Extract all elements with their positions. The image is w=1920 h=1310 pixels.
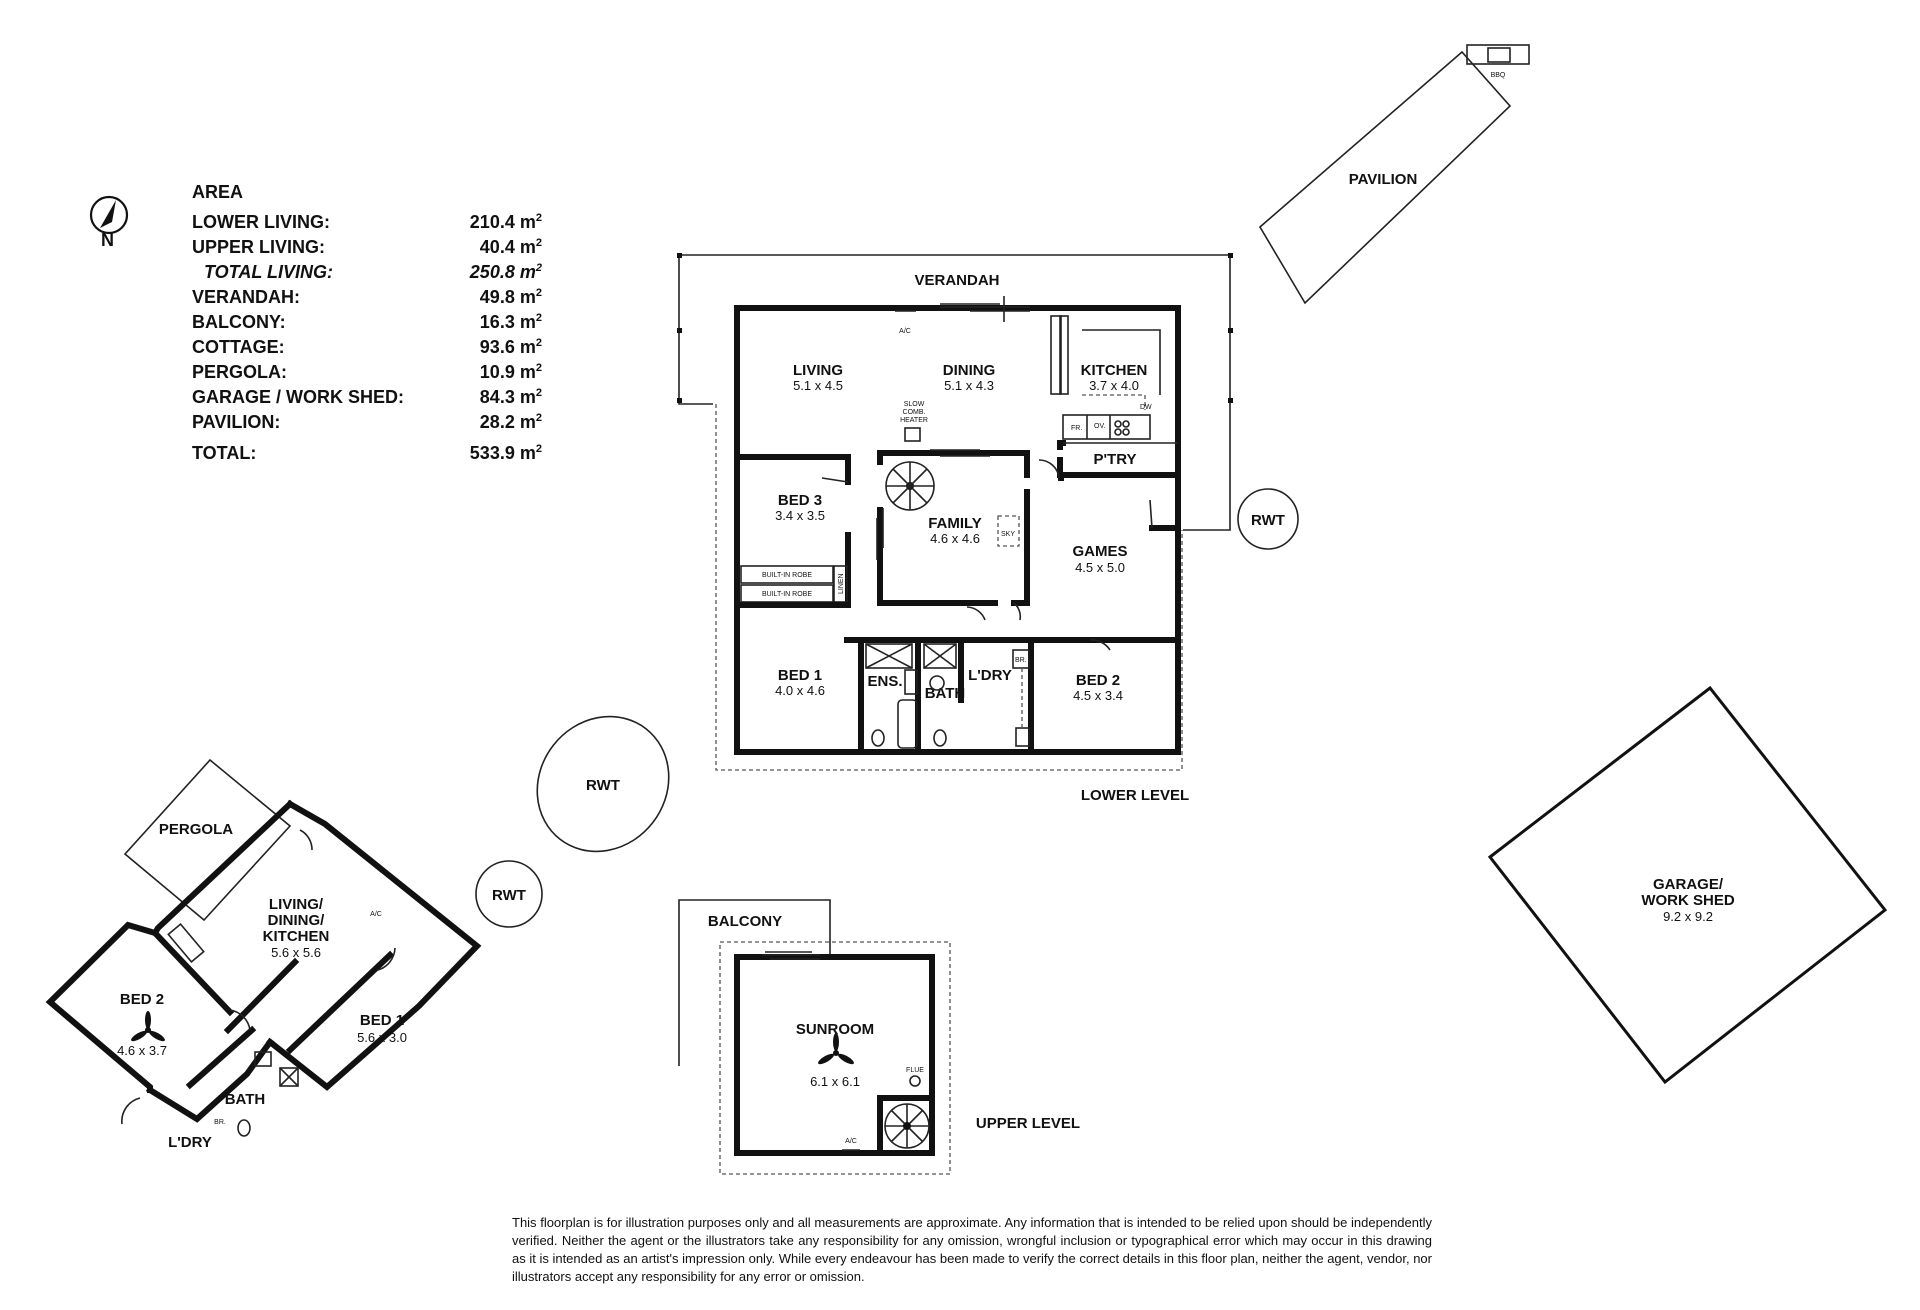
ceiling-fan-icon (818, 1033, 854, 1065)
svg-text:BUILT-IN ROBE: BUILT-IN ROBE (762, 572, 812, 579)
svg-text:FLUE: FLUE (906, 1067, 924, 1074)
lower-level-label: LOWER LEVEL (1081, 787, 1189, 804)
living-label: LIVING (793, 362, 843, 379)
laundry-label: L'DRY (968, 667, 1012, 684)
area-row-verandah: VERANDAH:49.8 m2 (192, 287, 542, 307)
svg-text:4.5 x 5.0: 4.5 x 5.0 (1075, 560, 1125, 575)
pantry-label: P'TRY (1093, 451, 1136, 468)
sunroom-label: SUNROOM (796, 1021, 874, 1038)
svg-text:HEATER: HEATER (900, 417, 928, 424)
area-row-total-living: TOTAL LIVING:250.8 m2 (204, 262, 542, 282)
area-row-garage: GARAGE / WORK SHED:84.3 m2 (192, 387, 542, 407)
svg-text:FR.: FR. (1071, 425, 1082, 432)
svg-text:SKY: SKY (1001, 531, 1015, 538)
svg-text:5.6 x 5.6: 5.6 x 5.6 (271, 945, 321, 960)
pavilion-label: PAVILION (1349, 171, 1418, 188)
north-arrow-icon (89, 195, 129, 235)
cottage-living-label-1: LIVING/ (269, 896, 324, 913)
cottage-bed1-label: BED 1 (360, 1012, 404, 1029)
pavilion: PAVILION BBQ (1258, 44, 1530, 305)
disclaimer-text: This floorplan is for illustration purpo… (512, 1215, 1432, 1284)
games-label: GAMES (1072, 543, 1127, 560)
garage-label-1: GARAGE/ (1653, 876, 1724, 893)
family-label: FAMILY (928, 515, 982, 532)
garage-dim: 9.2 x 9.2 (1663, 909, 1713, 924)
cottage-living-label-2: DINING/ (268, 912, 326, 929)
svg-text:BR.: BR. (214, 1119, 226, 1126)
upper-level-plan: BALCONY SUNROOM 6.1 x 6.1 FLUE A/C UPPER… (678, 899, 1080, 1175)
svg-text:A/C: A/C (845, 1138, 857, 1145)
bed3-label: BED 3 (778, 492, 822, 509)
kitchen-label: KITCHEN (1081, 362, 1148, 379)
svg-text:4.5 x 3.4: 4.5 x 3.4 (1073, 688, 1123, 703)
svg-text:A/C: A/C (370, 911, 382, 918)
dining-label: DINING (943, 362, 996, 379)
svg-text:DW: DW (1140, 404, 1152, 411)
svg-text:RWT: RWT (586, 777, 620, 794)
cottage-plan: PERGOLA LIVING/ DINING/ KITCHEN 5.6 x 5.… (45, 758, 482, 1151)
svg-text:LINEN: LINEN (838, 573, 845, 594)
bbq-label: BBQ (1491, 72, 1506, 79)
cottage-bed2-label: BED 2 (120, 991, 164, 1008)
bed1-label: BED 1 (778, 667, 822, 684)
ceiling-fan-icon (131, 1011, 165, 1042)
verandah-label: VERANDAH (914, 272, 999, 289)
rwt-tank-1 (1237, 488, 1299, 550)
toilet-icon (933, 729, 947, 747)
bbq-icon (1466, 44, 1530, 65)
rwt-tank-3 (475, 860, 543, 928)
area-row-cottage: COTTAGE:93.6 m2 (192, 337, 542, 357)
ensuite-label: ENS. (867, 673, 902, 690)
toilet-icon (237, 1119, 251, 1137)
upper-level-label: UPPER LEVEL (976, 1115, 1080, 1132)
cottage-living-label-3: KITCHEN (263, 928, 330, 945)
toilet-icon (871, 729, 885, 747)
area-row-upper-living: UPPER LIVING:40.4 m2 (192, 237, 542, 257)
svg-text:OV.: OV. (1094, 423, 1105, 430)
pergola-outline (123, 758, 292, 922)
rwt-tank-2 (536, 715, 670, 853)
cottage-bath-label: BATH (225, 1091, 266, 1108)
svg-text:4.6 x 3.7: 4.6 x 3.7 (117, 1043, 167, 1058)
garage-label-2: WORK SHED (1641, 892, 1735, 909)
svg-text:4.6 x 4.6: 4.6 x 4.6 (930, 531, 980, 546)
svg-text:6.1 x 6.1: 6.1 x 6.1 (810, 1074, 860, 1089)
svg-text:COMB.: COMB. (903, 409, 926, 416)
svg-text:BUILT-IN ROBE: BUILT-IN ROBE (762, 591, 812, 598)
svg-text:RWT: RWT (1251, 512, 1285, 529)
area-schedule: AREA LOWER LIVING:210.4 m2 UPPER LIVING:… (192, 180, 542, 466)
area-row-pavilion: PAVILION:28.2 m2 (192, 412, 542, 432)
bathtub-icon (897, 699, 918, 749)
svg-text:3.4 x 3.5: 3.4 x 3.5 (775, 508, 825, 523)
area-row-total: TOTAL:533.9 m2 (192, 443, 542, 463)
area-row-balcony: BALCONY:16.3 m2 (192, 312, 542, 332)
pergola-label: PERGOLA (159, 821, 233, 838)
svg-text:BR.: BR. (1015, 657, 1027, 664)
lower-level-plan: VERANDAH A/C KITCHEN 3.7 x 4.0 DW FR. OV… (677, 253, 1233, 804)
svg-text:5.1 x 4.5: 5.1 x 4.5 (793, 378, 843, 393)
svg-text:3.7 x 4.0: 3.7 x 4.0 (1089, 378, 1139, 393)
rainwater-tanks: RWT RWT RWT (475, 488, 1299, 928)
area-heading: AREA (192, 182, 244, 202)
garage-work-shed: GARAGE/ WORK SHED 9.2 x 9.2 (1487, 685, 1888, 1085)
area-row-lower-living: LOWER LIVING:210.4 m2 (192, 212, 542, 232)
flue-icon (909, 1075, 921, 1087)
svg-text:5.1 x 4.3: 5.1 x 4.3 (944, 378, 994, 393)
bed2-label: BED 2 (1076, 672, 1120, 689)
heater-icon (904, 427, 921, 442)
balcony-label: BALCONY (708, 913, 782, 930)
svg-text:SLOW: SLOW (904, 401, 925, 408)
svg-text:5.6 x 3.0: 5.6 x 3.0 (357, 1030, 407, 1045)
north-label: N (101, 230, 114, 250)
area-row-pergola: PERGOLA:10.9 m2 (192, 362, 542, 382)
cottage-laundry-label: L'DRY (168, 1134, 212, 1151)
ac-label: A/C (899, 328, 911, 335)
svg-text:4.0 x 4.6: 4.0 x 4.6 (775, 683, 825, 698)
svg-text:RWT: RWT (492, 887, 526, 904)
